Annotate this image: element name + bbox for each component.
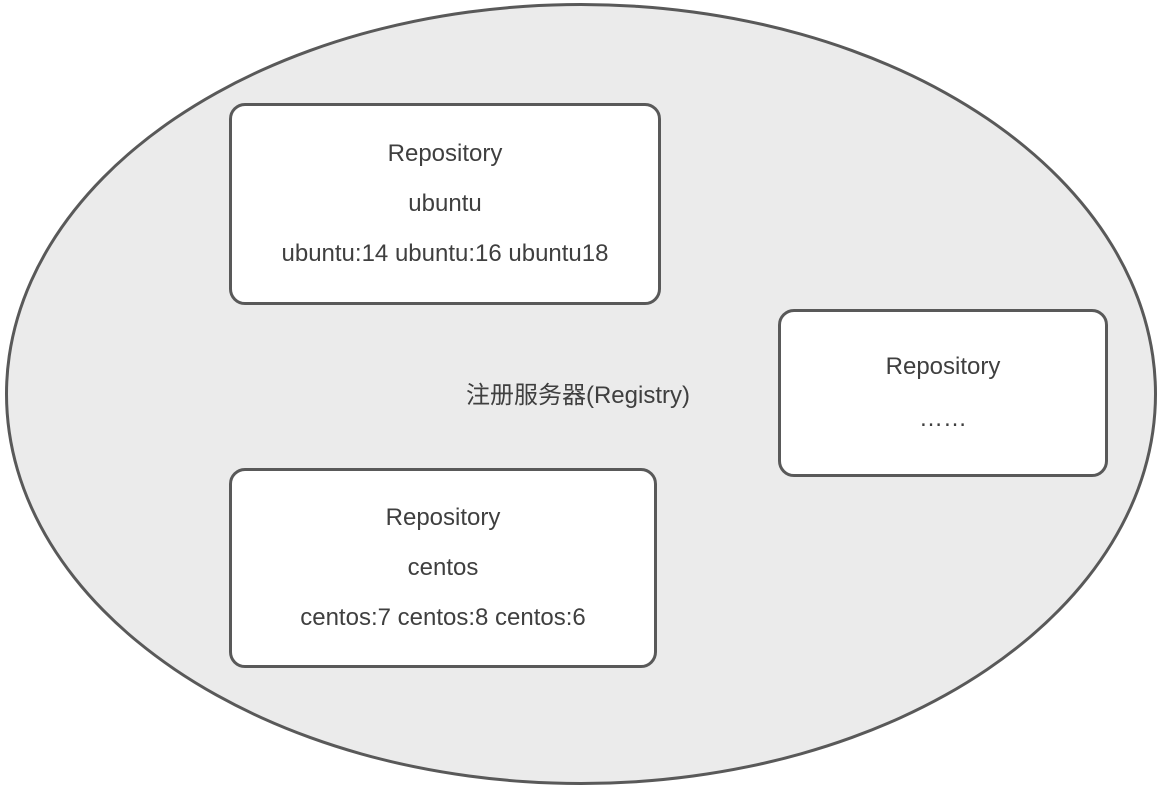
repository-name: ubuntu: [408, 190, 482, 217]
repository-box-ubuntu: Repository ubuntu ubuntu:14 ubuntu:16 ub…: [229, 103, 661, 305]
repository-name: centos: [407, 554, 479, 581]
repository-tags: ubuntu:14 ubuntu:16 ubuntu18: [281, 240, 609, 267]
repository-title: Repository: [385, 504, 501, 531]
registry-label: 注册服务器(Registry): [465, 382, 690, 409]
repository-title: Repository: [387, 140, 503, 167]
repository-box-other: Repository ……: [778, 309, 1108, 477]
repository-name: ……: [919, 405, 967, 432]
repository-box-centos: Repository centos centos:7 centos:8 cent…: [229, 468, 657, 668]
repository-title: Repository: [885, 353, 1001, 380]
repository-tags: centos:7 centos:8 centos:6: [300, 604, 586, 631]
